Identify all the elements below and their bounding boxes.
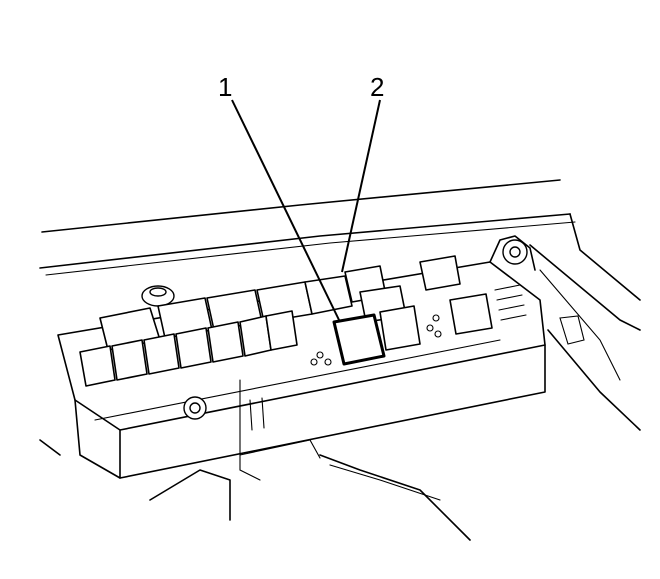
- leader-line-2: [341, 99, 381, 273]
- vehicle-panel-outline: [39, 179, 641, 541]
- relay-row-rear: [99, 255, 461, 351]
- terminal-details: [310, 284, 527, 366]
- relay-1: [332, 313, 386, 366]
- callout-label-2: 2: [370, 72, 385, 102]
- mounting-bolt-left: [183, 396, 207, 420]
- relay-row-front: [79, 293, 493, 387]
- fuse-block-housing: [57, 235, 546, 481]
- grommet: [141, 285, 175, 307]
- callout-label-1: 1: [218, 72, 233, 102]
- mounting-bolt-right: [502, 239, 528, 265]
- leader-line-1: [231, 99, 341, 323]
